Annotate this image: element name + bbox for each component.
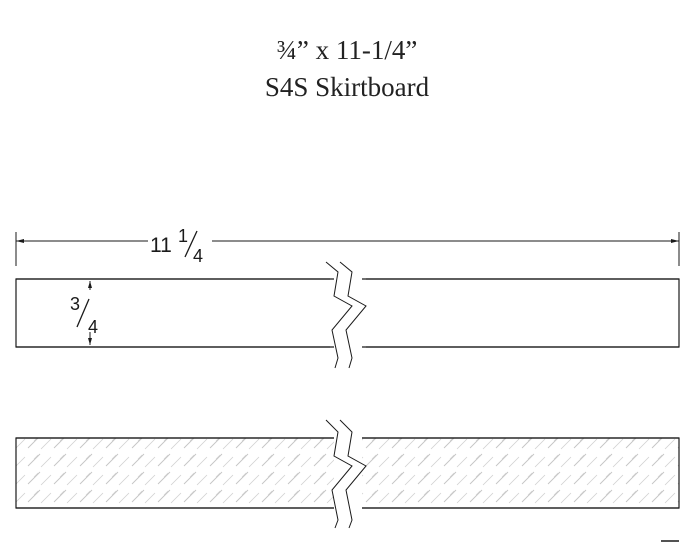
hatched-break-line-right [339,419,367,529]
thickness-arrow-top [88,281,92,288]
board-profile-plain: 3 4 [15,261,680,369]
thickness-fraction-slash [76,298,90,328]
hatched-break-line-left [325,419,353,529]
drawing-title-line-1: ¾” x 11-1/4” [276,35,418,65]
drawing-title-line-2: S4S Skirtboard [264,72,430,102]
width-whole-number: 11 [150,234,172,257]
width-arrow-left [16,239,24,243]
width-fraction-slash [184,230,198,258]
board-right-section [353,278,680,348]
break-line-right [339,261,367,369]
board-section-hatched [15,419,680,529]
thickness-fraction-numerator: 3 [70,294,80,314]
width-fraction-numerator: 1 [178,226,188,246]
thickness-fraction-denominator: 4 [88,317,98,337]
break-line-left [325,261,353,369]
thickness-arrow-bottom [88,338,92,345]
width-arrow-right [671,239,679,243]
width-dimension: 11 1 4 [15,226,680,266]
width-fraction-denominator: 4 [193,246,203,266]
